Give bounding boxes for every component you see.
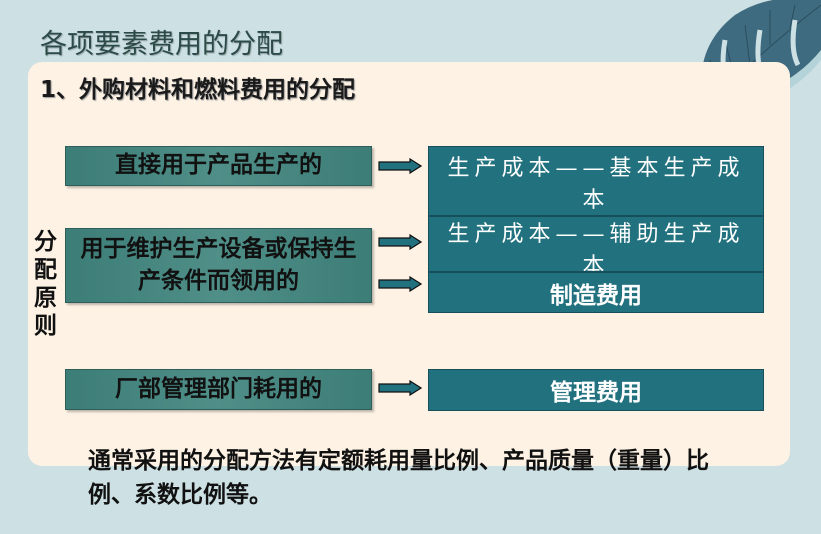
- left-box-text: 用于维护生产设备或保持生产条件而领用的: [80, 236, 357, 294]
- left-box-text: 厂部管理部门耗用的: [115, 375, 322, 402]
- arrow-right-icon: [378, 158, 422, 174]
- section-heading: 1、外购材料和燃料费用的分配: [40, 77, 356, 103]
- right-box-manufacturing-overhead: 制造费用: [428, 272, 764, 313]
- method-note-text: 通常采用的分配方法有定额耗用量比例、产品质量（重量）比例、系数比例等。: [88, 448, 709, 508]
- left-box-text: 直接用于产品生产的: [115, 152, 322, 179]
- method-note: 通常采用的分配方法有定额耗用量比例、产品质量（重量）比例、系数比例等。: [88, 444, 728, 512]
- arrow-right-icon: [378, 276, 422, 292]
- right-box-admin-expense: 管理费用: [428, 369, 764, 411]
- left-box-admin: 厂部管理部门耗用的: [65, 369, 372, 410]
- right-box-text: 管理费用: [550, 380, 642, 406]
- side-label: 分配原则: [34, 229, 57, 339]
- left-box-direct: 直接用于产品生产的: [65, 146, 372, 186]
- right-box-basic-production: 生产成本——基本生产成本: [428, 146, 764, 216]
- right-box-auxiliary-production: 生产成本——辅助生产成本: [428, 216, 764, 272]
- right-box-text: 制造费用: [550, 282, 642, 309]
- right-box-text: 生产成本——基本生产成本: [447, 156, 745, 213]
- slide-title: 各项要素费用的分配: [40, 29, 283, 60]
- right-box-text: 生产成本——辅助生产成本: [447, 222, 745, 272]
- arrow-right-icon: [378, 234, 422, 250]
- left-box-maintenance: 用于维护生产设备或保持生产条件而领用的: [65, 228, 372, 303]
- arrow-right-icon: [378, 380, 422, 396]
